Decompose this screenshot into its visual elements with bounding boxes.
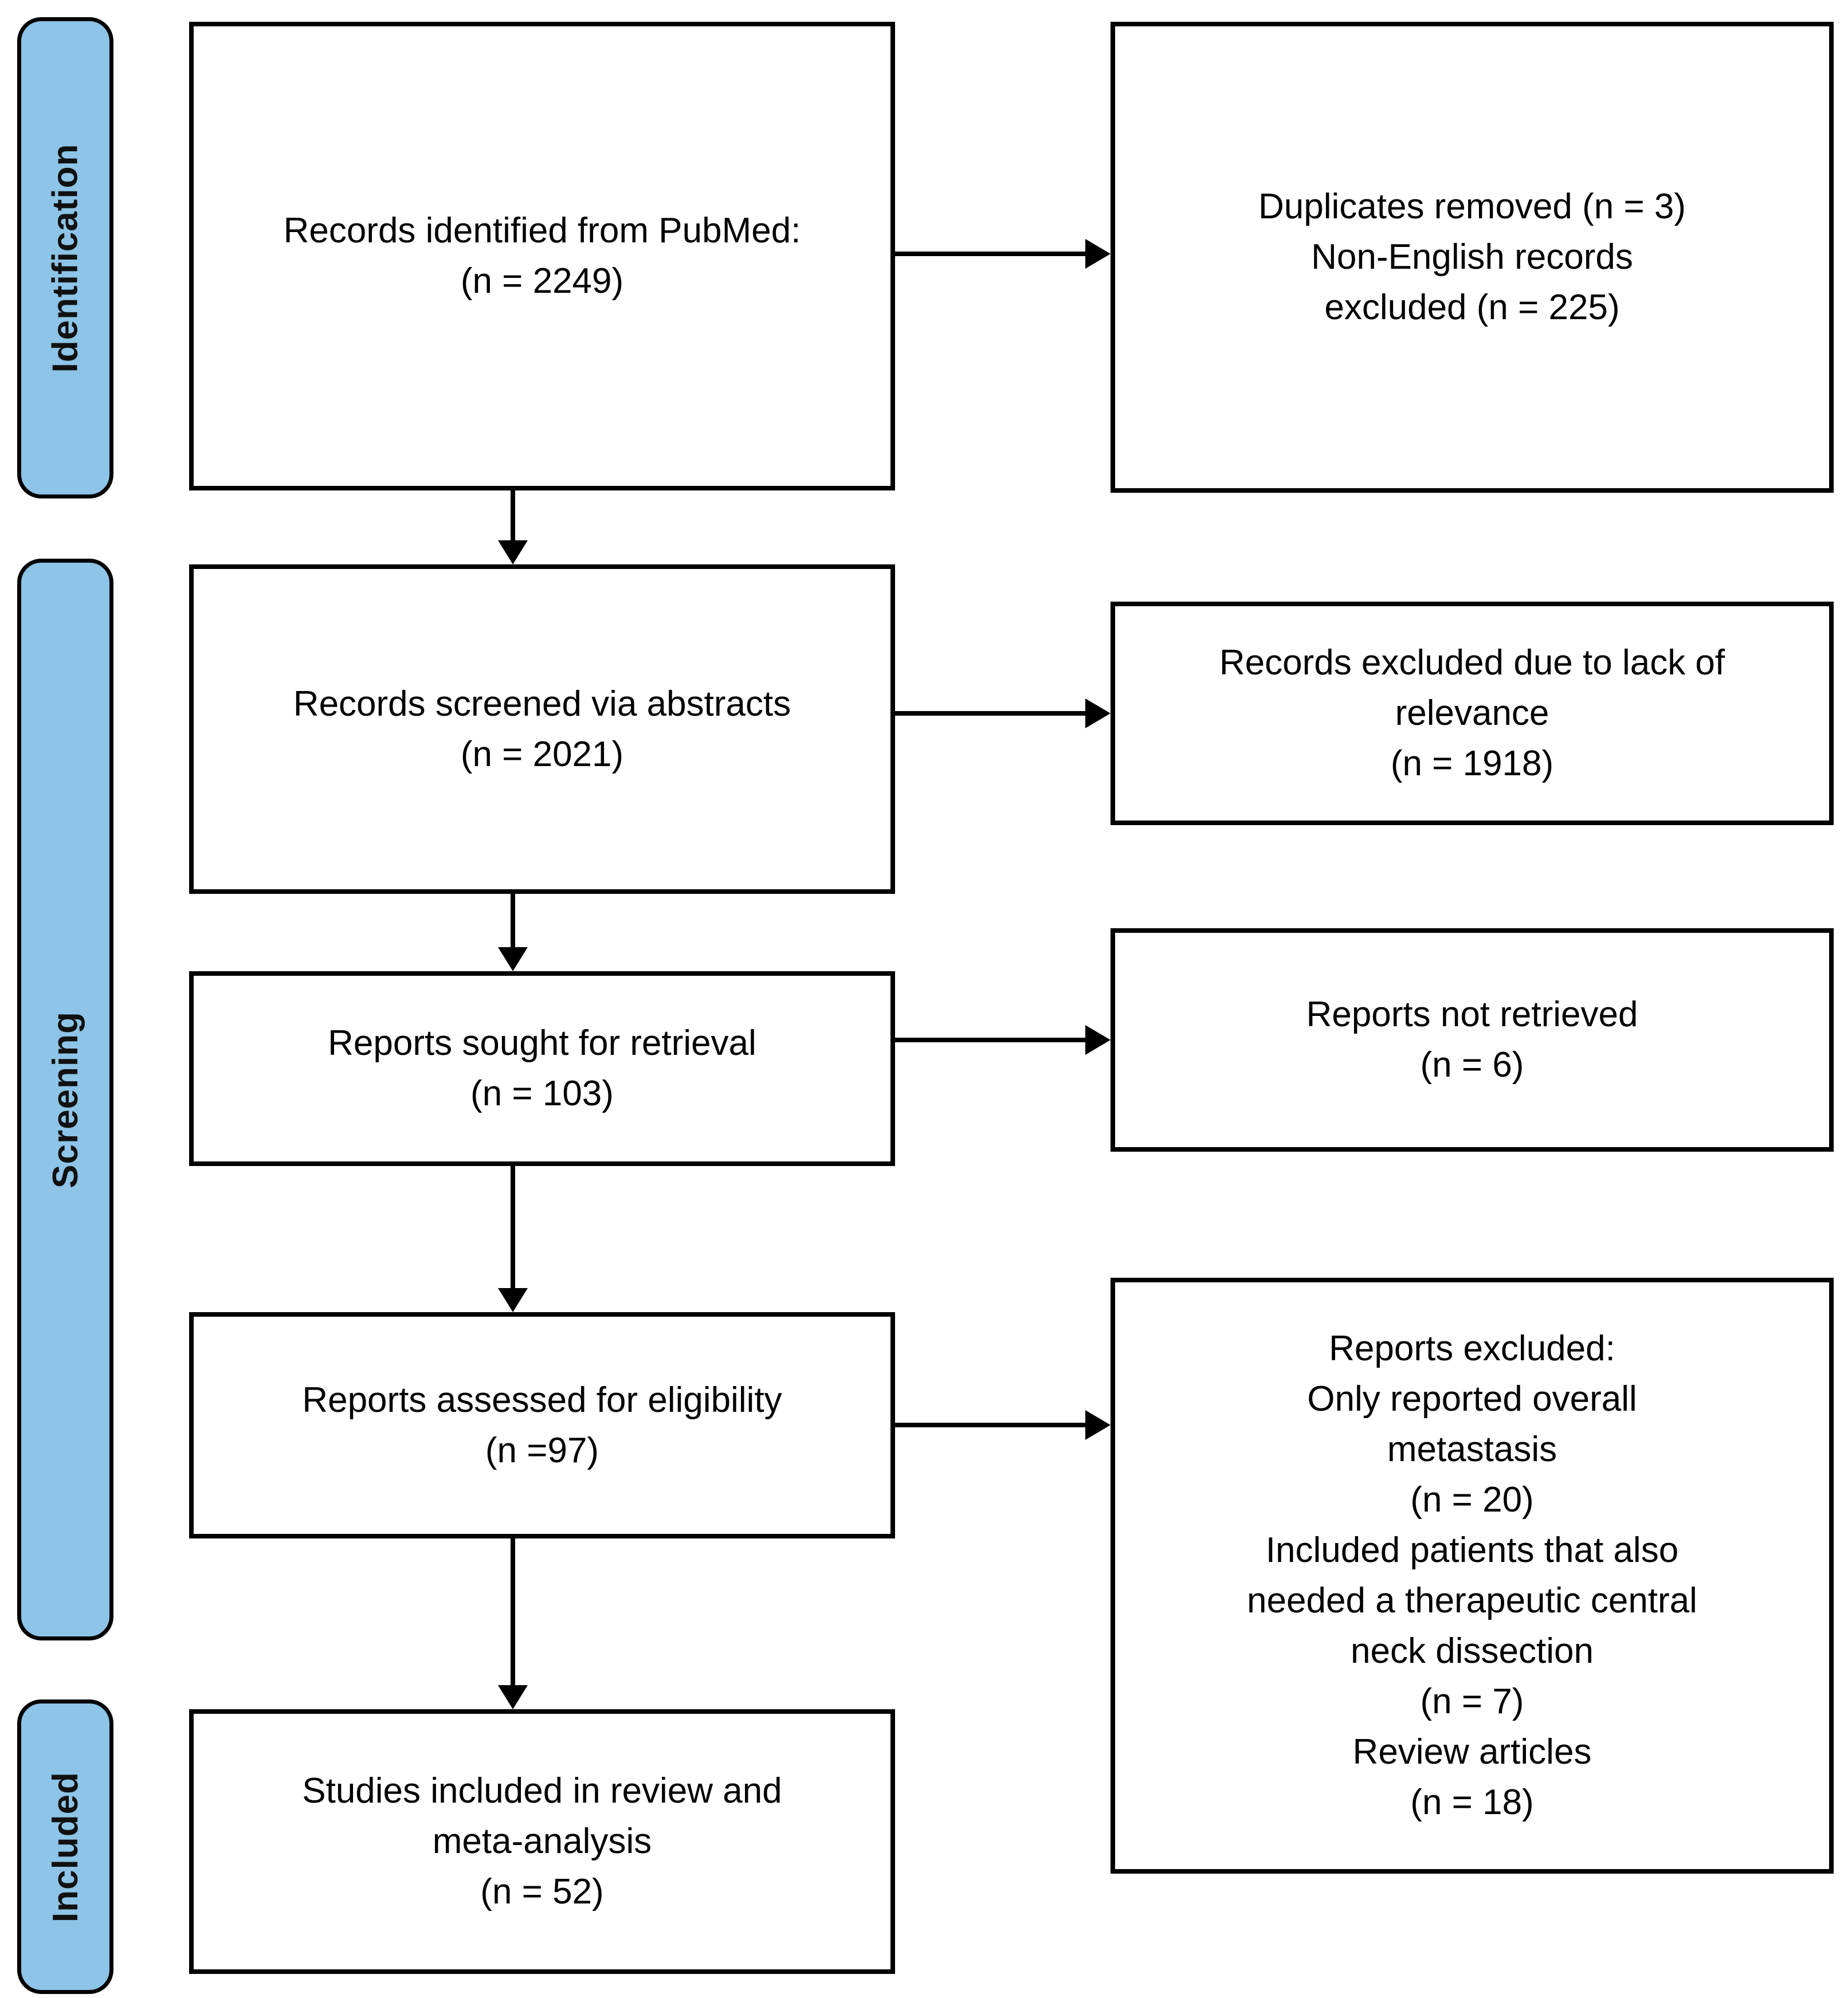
- arrow-shaft: [895, 711, 1086, 716]
- text-line: Included patients that also: [1265, 1530, 1679, 1570]
- text-line: neck dissection: [1351, 1631, 1594, 1671]
- box-records-identified: Records identified from PubMed: (n = 224…: [189, 22, 895, 490]
- text-line: (n = 2021): [460, 734, 624, 774]
- text-line: Reports excluded:: [1329, 1329, 1615, 1368]
- arrow-shaft: [511, 1538, 515, 1686]
- arrow-shaft: [895, 252, 1086, 256]
- arrow-right-head-icon: [1085, 1025, 1111, 1055]
- arrow-shaft: [511, 1166, 515, 1289]
- arrow-down-head-icon: [498, 540, 528, 564]
- arrow-right-head-icon: [1085, 698, 1111, 728]
- text-line: needed a therapeutic central: [1247, 1581, 1697, 1620]
- box-duplicates-removed: Duplicates removed (n = 3) Non-English r…: [1111, 22, 1834, 493]
- text-line: excluded (n = 225): [1324, 288, 1620, 327]
- box-reports-sought: Reports sought for retrieval (n = 103): [189, 971, 895, 1166]
- arrow-down-head-icon: [498, 947, 528, 971]
- stage-label-included: Included: [45, 1771, 85, 1922]
- box-text: Records identified from PubMed: (n = 224…: [194, 206, 890, 307]
- box-reports-not-retrieved: Reports not retrieved (n = 6): [1111, 928, 1834, 1152]
- arrow-shaft: [511, 894, 515, 948]
- box-reports-excluded: Reports excluded: Only reported overall …: [1111, 1278, 1834, 1874]
- stage-label-screening: Screening: [45, 1011, 85, 1188]
- text-line: Duplicates removed (n = 3): [1258, 187, 1686, 226]
- arrow-shaft: [895, 1038, 1086, 1042]
- box-text: Reports excluded: Only reported overall …: [1115, 1324, 1829, 1828]
- text-line: (n = 20): [1410, 1480, 1534, 1520]
- text-line: (n = 1918): [1390, 744, 1554, 783]
- box-text: Records excluded due to lack of relevanc…: [1115, 638, 1829, 789]
- text-line: relevance: [1395, 693, 1549, 733]
- text-line: (n = 52): [480, 1872, 604, 1911]
- text-line: Reports sought for retrieval: [328, 1023, 756, 1063]
- box-text: Reports not retrieved (n = 6): [1115, 990, 1829, 1090]
- box-text: Records screened via abstracts (n = 2021…: [194, 679, 890, 780]
- text-line: (n = 2249): [460, 261, 624, 301]
- stage-bar-included: Included: [17, 1699, 113, 1994]
- text-line: metastasis: [1387, 1430, 1557, 1469]
- text-line: Reports not retrieved: [1306, 995, 1638, 1034]
- arrow-shaft: [895, 1423, 1086, 1427]
- box-records-excluded: Records excluded due to lack of relevanc…: [1111, 602, 1834, 825]
- text-line: (n = 7): [1420, 1682, 1524, 1721]
- arrow-right-head-icon: [1085, 239, 1111, 269]
- box-text: Reports sought for retrieval (n = 103): [194, 1018, 890, 1119]
- box-text: Duplicates removed (n = 3) Non-English r…: [1115, 182, 1829, 333]
- text-line: Records identified from PubMed:: [283, 211, 801, 250]
- stage-label-identification: Identification: [45, 143, 85, 372]
- text-line: Studies included in review and: [302, 1771, 782, 1811]
- text-line: (n = 103): [470, 1074, 614, 1113]
- box-text: Reports assessed for eligibility (n =97): [194, 1375, 890, 1476]
- text-line: (n = 6): [1420, 1045, 1524, 1085]
- box-studies-included: Studies included in review and meta-anal…: [189, 1709, 895, 1974]
- text-line: Records screened via abstracts: [293, 684, 791, 724]
- text-line: Review articles: [1352, 1732, 1592, 1772]
- arrow-shaft: [511, 490, 515, 541]
- text-line: (n = 18): [1410, 1783, 1534, 1822]
- box-reports-assessed: Reports assessed for eligibility (n =97): [189, 1312, 895, 1538]
- stage-bar-screening: Screening: [17, 559, 113, 1640]
- box-text: Studies included in review and meta-anal…: [194, 1766, 890, 1917]
- arrow-down-head-icon: [498, 1288, 528, 1312]
- box-records-screened: Records screened via abstracts (n = 2021…: [189, 564, 895, 894]
- text-line: meta-analysis: [432, 1822, 652, 1861]
- arrow-down-head-icon: [498, 1685, 528, 1709]
- arrow-right-head-icon: [1085, 1410, 1111, 1440]
- text-line: Records excluded due to lack of: [1219, 643, 1725, 682]
- stage-bar-identification: Identification: [17, 17, 113, 498]
- text-line: Reports assessed for eligibility: [302, 1380, 782, 1420]
- text-line: Non-English records: [1311, 237, 1633, 277]
- text-line: (n =97): [485, 1430, 599, 1470]
- text-line: Only reported overall: [1307, 1379, 1637, 1419]
